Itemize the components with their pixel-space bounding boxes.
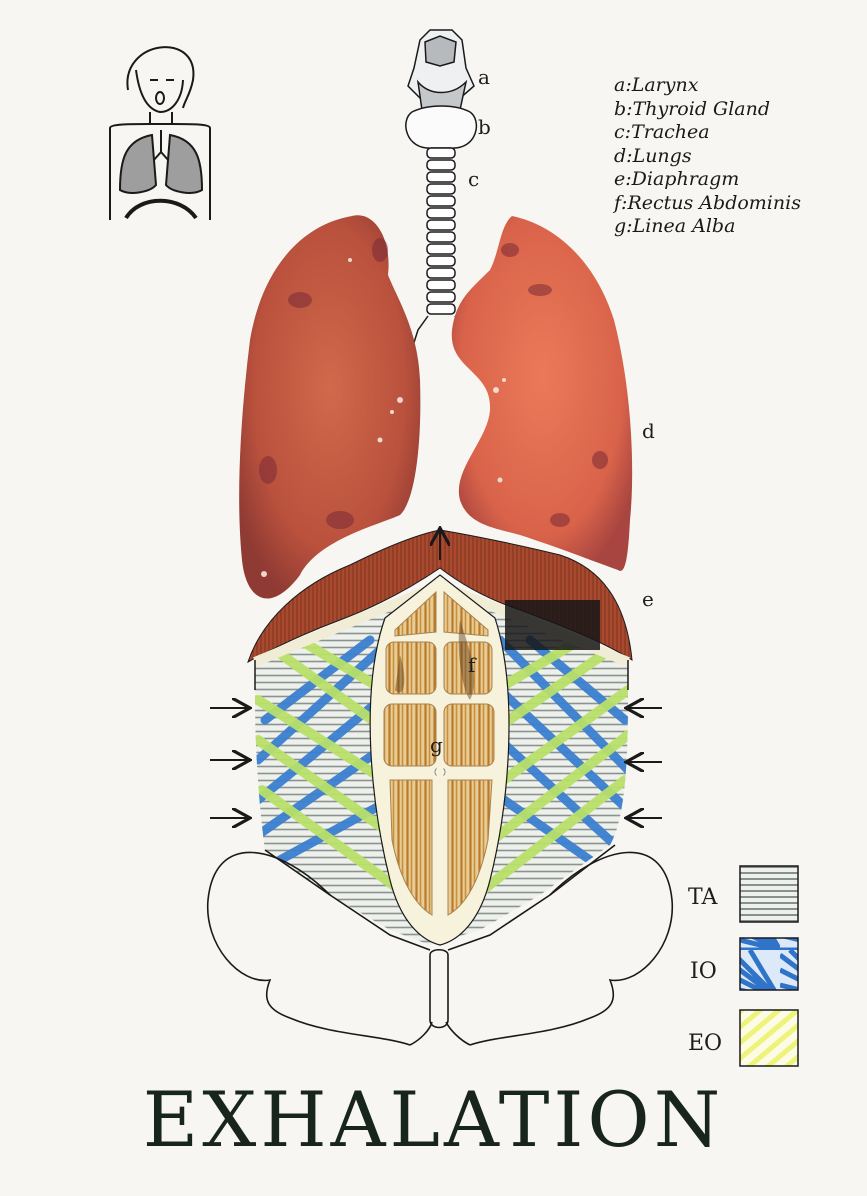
label-e: e xyxy=(642,587,654,611)
legend-item: f:Rectus Abdominis xyxy=(614,192,801,216)
black-accent xyxy=(505,600,600,650)
key-io-label: IO xyxy=(690,959,717,984)
legend-item: g:Linea Alba xyxy=(614,215,801,239)
key-eo-label: EO xyxy=(688,1031,722,1056)
legend-item: e:Diaphragm xyxy=(614,168,801,192)
legend-item: b:Thyroid Gland xyxy=(614,98,801,122)
parts-legend: a:Larynx b:Thyroid Gland c:Trachea d:Lun… xyxy=(614,74,801,239)
key-io-swatch xyxy=(740,938,798,990)
page-title: EXHALATION xyxy=(0,1075,867,1164)
label-c: c xyxy=(468,167,479,191)
key-eo-swatch xyxy=(740,1010,798,1066)
muscle-key: TA IO EO xyxy=(688,866,798,1066)
key-ta-label: TA xyxy=(688,885,718,910)
breathing-person-icon xyxy=(110,47,210,220)
label-a: a xyxy=(478,65,490,89)
legend-item: d:Lungs xyxy=(614,145,801,169)
label-b: b xyxy=(478,115,491,139)
label-g: g xyxy=(430,733,443,757)
right-lung xyxy=(452,216,632,571)
legend-item: c:Trachea xyxy=(614,121,801,145)
label-d: d xyxy=(642,419,655,443)
left-lung xyxy=(239,215,420,598)
key-ta-swatch xyxy=(740,866,798,922)
legend-item: a:Larynx xyxy=(614,74,801,98)
